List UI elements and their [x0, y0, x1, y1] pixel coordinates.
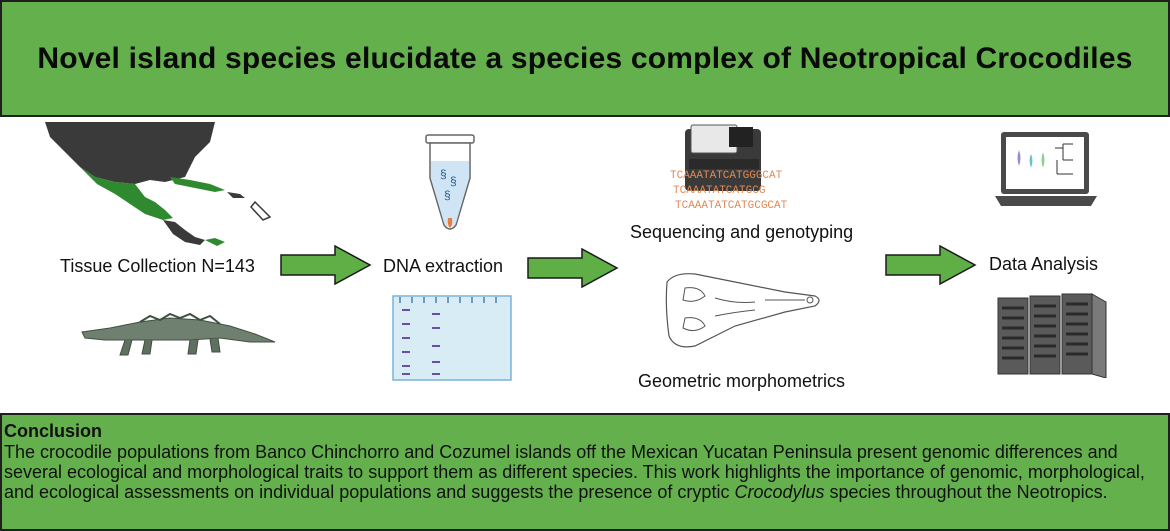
conclusion-genus: Crocodylus	[734, 482, 825, 502]
svg-text:§: §	[444, 188, 451, 202]
map-illustration	[45, 122, 272, 246]
gel-electrophoresis-icon	[392, 295, 512, 381]
tissue-collection-label: Tissue Collection N=143	[60, 256, 255, 276]
server-rack-icon	[997, 293, 1107, 378]
crocodile-skull-icon	[665, 273, 820, 348]
svg-text:§: §	[440, 167, 447, 181]
laptop-icon	[995, 132, 1097, 206]
data-analysis-label: Data Analysis	[989, 254, 1099, 274]
sequencing-label: Sequencing and genotyping	[630, 222, 854, 242]
dna-extraction-label: DNA extraction	[383, 256, 504, 276]
conclusion-text: The crocodile populations from Banco Chi…	[4, 442, 1164, 502]
conclusion-panel: Conclusion The crocodile populations fro…	[0, 413, 1170, 531]
conclusion-text-part2: species throughout the Neotropics.	[824, 482, 1108, 502]
arrow-right-icon	[885, 245, 977, 285]
sequence-line-1: TCAAATATCATGGGCAT	[670, 170, 783, 182]
svg-text:§: §	[450, 174, 457, 188]
conclusion-heading: Conclusion	[4, 421, 102, 441]
dna-tube-icon: § § §	[425, 134, 475, 230]
morphometrics-label: Geometric morphometrics	[638, 371, 846, 391]
sequence-text: TCAAATATCATGGGCAT TCAAATATCATGCG TCAAATA…	[670, 170, 788, 212]
crocodile-illustration	[81, 312, 276, 356]
page-title: Novel island species elucidate a species…	[37, 41, 1133, 75]
sequence-line-3: TCAAATATCATGCGCAT	[675, 200, 788, 212]
arrow-right-icon	[280, 245, 372, 285]
conclusion-text-part1: The crocodile populations from Banco Chi…	[4, 442, 1145, 502]
arrow-right-icon	[527, 248, 619, 288]
title-banner: Novel island species elucidate a species…	[0, 0, 1170, 117]
sequence-line-2: TCAAATATCATGCG	[673, 185, 765, 197]
sequencer-icon	[685, 124, 761, 191]
